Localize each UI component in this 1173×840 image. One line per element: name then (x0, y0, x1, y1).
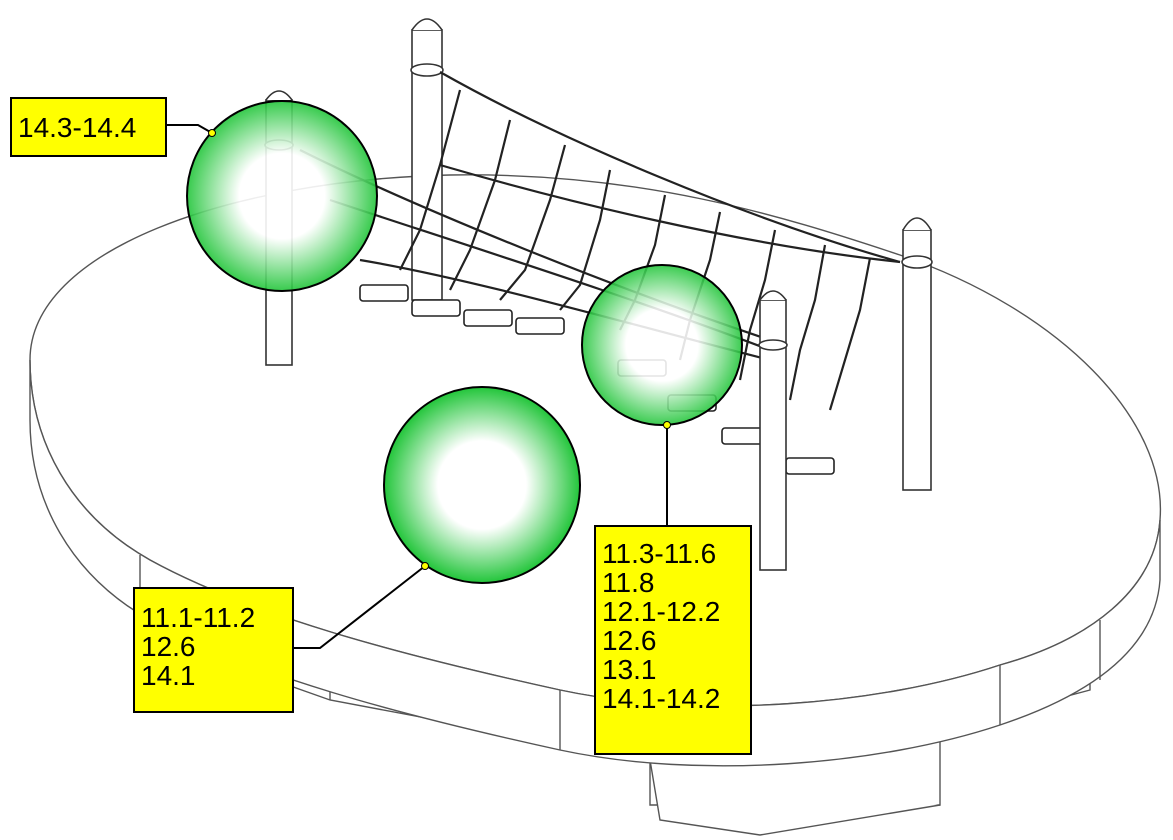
post-back-right (901, 217, 933, 491)
callout-bottom-left: 11.1-11.2 12.6 14.1 (133, 587, 294, 713)
leader-lines (166, 124, 668, 649)
callout-line: 14.1 (141, 660, 196, 691)
post-back-left (410, 18, 444, 301)
green-highlight-circle (186, 100, 378, 292)
callout-line: 14.3-14.4 (18, 112, 137, 143)
callout-line: 11.3-11.6 (602, 538, 717, 569)
callout-line: 11.1-11.2 (141, 602, 256, 633)
callout-line: 12.6 (141, 631, 196, 662)
callout-line: 12.6 (602, 625, 657, 656)
green-highlight-circle (581, 264, 743, 426)
callout-line: 14.1-14.2 (602, 683, 721, 714)
callout-line: 12.1-12.2 (602, 596, 721, 627)
callout-line: 11.8 (602, 567, 655, 598)
callout-top-left: 14.3-14.4 (10, 97, 167, 157)
callout-right: 11.3-11.6 11.8 12.1-12.2 12.6 13.1 14.1-… (594, 525, 752, 755)
callout-line: 13.1 (602, 654, 657, 685)
post-front-right (758, 290, 788, 571)
leader-dots (208, 129, 671, 570)
green-highlight-circle (383, 386, 581, 584)
